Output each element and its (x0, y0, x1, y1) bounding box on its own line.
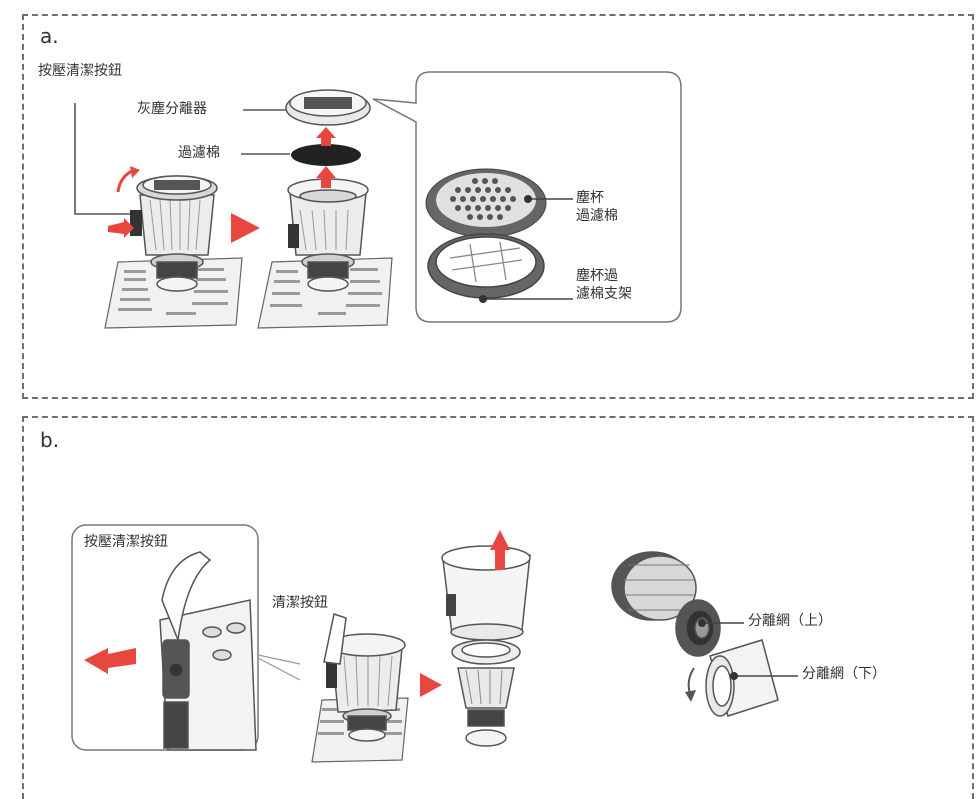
cup-body-lifted (441, 545, 531, 641)
separator-mesh-lower-label: 分離網（下） (802, 666, 886, 682)
section-a-letter: a. (40, 24, 59, 48)
section-a-panel (22, 14, 974, 399)
separator-mesh-lower-shape (705, 639, 779, 717)
dust-cup-filter-label-line2: 過濾棉 (576, 207, 618, 224)
filter-foam-label: 過濾棉 (178, 145, 220, 161)
press-arrow-icon (108, 218, 134, 238)
step-arrow-a-icon (231, 213, 260, 243)
twist-arrow-icon (687, 667, 695, 695)
filter-holder-label-line2: 濾棉支架 (576, 285, 632, 302)
filter-foam-shape (291, 144, 361, 166)
inset-closeup (159, 551, 257, 751)
dust-cup-opened (287, 178, 369, 292)
section-b-letter: b. (40, 428, 60, 452)
twist-arrowhead-icon (685, 690, 696, 702)
lift-arrow-cup-icon (490, 530, 510, 570)
section-b-panel (22, 416, 974, 799)
mesh-lower-leader-dot (730, 672, 738, 680)
paper-sheet-1 (104, 257, 243, 329)
dust-cup-filter-label: 塵杯 過濾棉 (576, 190, 618, 225)
separator-mesh-upper-shape (611, 551, 721, 657)
dust-cup-filter-leader-dot (524, 195, 532, 203)
lift-arrow-filter-icon (316, 166, 336, 188)
filter-holder-shape (427, 233, 545, 299)
separator-mesh-upper-label: 分離網（上） (748, 613, 832, 629)
lift-arrow-separator-icon (316, 127, 336, 146)
rotate-arrowhead-icon (130, 166, 140, 178)
step-arrow-b-icon (420, 673, 442, 697)
holder-leader-dot (479, 295, 487, 303)
dust-cup-filter-label-line1: 塵杯 (576, 190, 604, 206)
filter-holder-label: 塵杯過 濾棉支架 (576, 268, 632, 303)
press-button-leader-line (74, 103, 133, 215)
dust-cup-filter-shape (425, 168, 547, 238)
zoom-line-2 (257, 657, 301, 681)
filter-holder-label-line1: 塵杯過 (576, 268, 618, 284)
zoom-line-1 (257, 654, 301, 665)
mesh-upper-leader-dot (698, 619, 706, 627)
dust-separator-shape (285, 89, 371, 126)
clean-button-label: 清潔按鈕 (272, 595, 328, 611)
inset-press-button-label: 按壓清潔按鈕 (84, 534, 168, 550)
pull-arrow-icon (84, 648, 136, 674)
dust-cup-with-hand (323, 613, 406, 742)
dust-separator-label: 灰塵分離器 (137, 101, 207, 117)
dust-cup-assembled (130, 175, 218, 292)
press-clean-button-label: 按壓清潔按鈕 (38, 63, 122, 79)
cyclone-lower (451, 639, 521, 747)
